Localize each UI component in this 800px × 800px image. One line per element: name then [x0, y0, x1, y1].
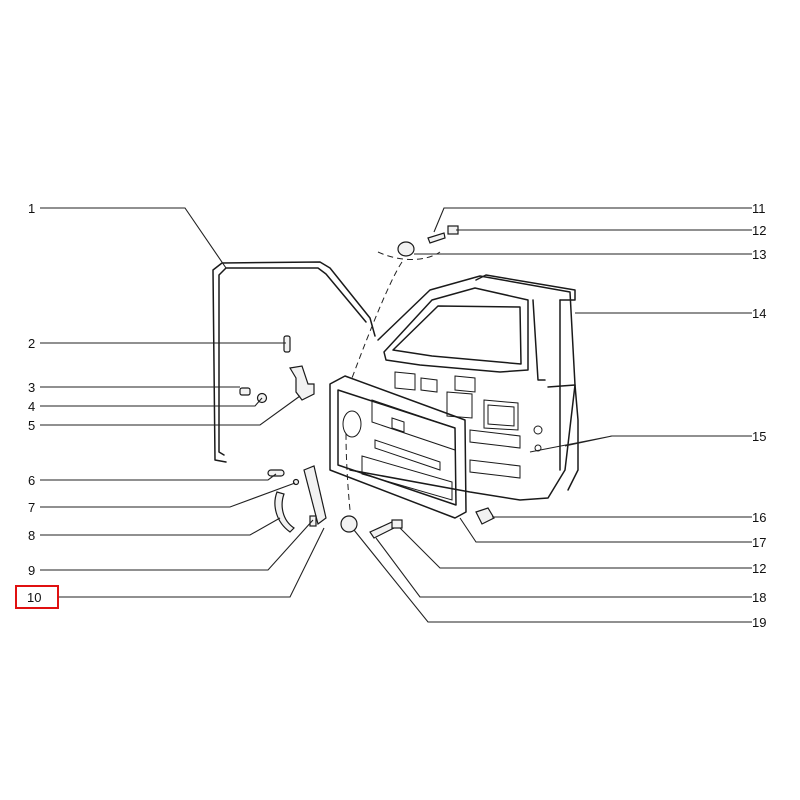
callout-10-highlight-box: [15, 585, 59, 609]
leader-lines: [40, 207, 752, 623]
leader-4: [40, 397, 263, 407]
callout-14: 14: [752, 306, 766, 321]
leader-18: [375, 537, 752, 598]
callout-10: 10: [27, 590, 41, 605]
leader-7: [40, 482, 296, 508]
weatherstrip-inner: [218, 267, 367, 456]
leader-8: [40, 517, 281, 536]
leader-19: [353, 529, 752, 623]
leader-12b: [399, 527, 752, 569]
leader-10: [58, 527, 325, 598]
callout-4: 4: [28, 399, 35, 414]
leader-1: [40, 207, 227, 269]
callout-7: 7: [28, 500, 35, 515]
callout-1: 1: [28, 201, 35, 216]
callout-12a: 12: [752, 223, 766, 238]
leader-15: [529, 435, 752, 453]
callout-12b: 12: [752, 561, 766, 576]
weatherstrip: [212, 261, 376, 463]
callout-15: 15: [752, 429, 766, 444]
callout-19: 19: [752, 615, 766, 630]
callout-5: 5: [28, 418, 35, 433]
callout-2: 2: [28, 336, 35, 351]
callout-8: 8: [28, 528, 35, 543]
callout-11: 11: [752, 201, 766, 216]
assembly-lines: [345, 251, 441, 511]
callout-6: 6: [28, 473, 35, 488]
leader-9: [40, 519, 314, 571]
door-trim-panel: [329, 375, 467, 519]
leader-6: [40, 473, 277, 481]
small-parts: [239, 225, 495, 539]
callout-3: 3: [28, 380, 35, 395]
callout-9: 9: [28, 563, 35, 578]
callout-16: 16: [752, 510, 766, 525]
callout-13: 13: [752, 247, 766, 262]
leader-5: [40, 395, 301, 426]
callout-17: 17: [752, 535, 766, 550]
callout-numbers: 1 2 3 4 5 6 7 8 9 10 11 12 13 14 15 16 1…: [27, 201, 766, 630]
door-shell: [349, 274, 579, 501]
callout-18: 18: [752, 590, 766, 605]
leader-17: [459, 517, 752, 543]
leader-11: [433, 207, 752, 233]
